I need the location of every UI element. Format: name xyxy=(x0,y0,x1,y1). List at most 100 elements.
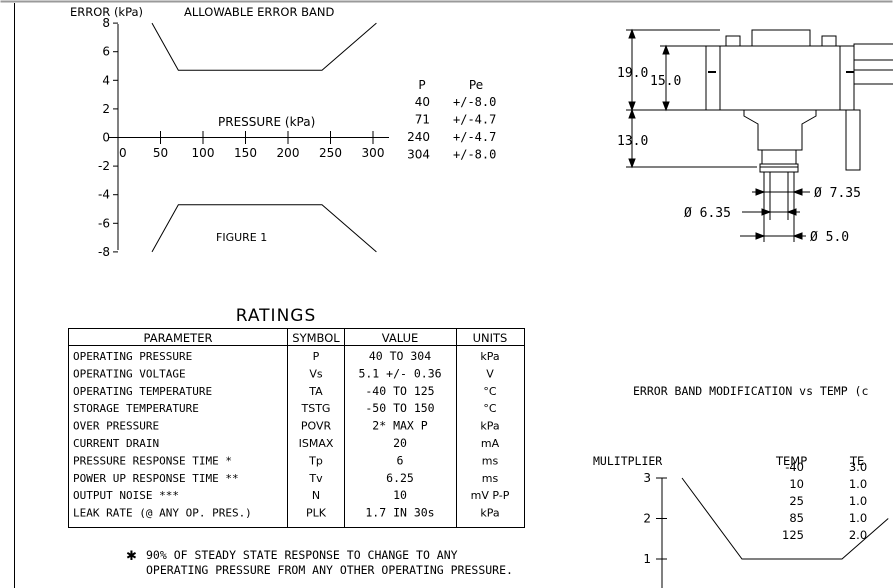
ratings-cell-parameter: OPERATING PRESSURE xyxy=(73,350,192,363)
dim-arrow xyxy=(792,232,803,240)
sensor-dimension-labels: 19.0 15.0 13.0 Ø 7.35 Ø 6.35 Ø 5.0 xyxy=(617,66,861,245)
sensor-top-clip-right xyxy=(821,35,837,47)
ratings-cell-parameter: OVER PRESSURE xyxy=(73,420,159,433)
dim-label-13: 13.0 xyxy=(617,134,648,149)
ratings-header-value: VALUE xyxy=(382,331,419,345)
temp-table-header-temp: TEMP xyxy=(775,454,807,468)
temp-chart-y-tick-label: 1 xyxy=(643,552,651,566)
ratings-table-border xyxy=(68,328,525,528)
dim-arrow xyxy=(755,232,766,240)
ratings-cell-value: 6.25 xyxy=(386,471,414,485)
ratings-cell-symbol: Tp xyxy=(308,454,323,467)
fig1-x-axis-label: PRESSURE (kPa) xyxy=(218,115,315,129)
sensor-top-clip-left xyxy=(725,35,741,47)
ratings-cell-value: 5.1 +/- 0.36 xyxy=(358,366,441,380)
ratings-cell-symbol: N xyxy=(312,489,320,502)
band-table-p: 304 xyxy=(407,148,430,162)
dim-arrow xyxy=(628,28,636,39)
ratings-cell-symbol: ISMAX xyxy=(299,437,334,450)
band-table-pe: +/-8.0 xyxy=(453,148,496,162)
dim-arrow xyxy=(628,108,636,119)
ratings-cell-symbol: PLK xyxy=(306,507,327,520)
ratings-cell-symbol: Vs xyxy=(309,367,323,380)
temp-chart-y-ticks: 321 xyxy=(643,471,667,566)
ratings-table: RATINGS PARAMETER SYMBOL VALUE UNITS OPE… xyxy=(68,306,525,528)
fig1-x-tick-label: 50 xyxy=(153,146,168,160)
ratings-cell-symbol: POVR xyxy=(301,420,332,433)
ratings-cell-value: 10 xyxy=(393,488,407,502)
ratings-cell-value: 40 TO 304 xyxy=(369,349,431,363)
sensor-connector xyxy=(853,43,893,85)
ratings-cell-units: V xyxy=(486,367,494,380)
temp-table-temp: 25 xyxy=(789,494,804,508)
band-table-header-p: P xyxy=(418,78,425,92)
band-table-p: 71 xyxy=(415,113,430,127)
band-table-pe: +/-4.7 xyxy=(453,113,496,127)
temp-chart-y-tick-label: 3 xyxy=(643,471,651,485)
ratings-cell-symbol: P xyxy=(313,350,320,363)
sheet-frame-top xyxy=(0,0,893,3)
ratings-cell-units: kPa xyxy=(480,350,499,363)
fig1-y-tick-label: 0 xyxy=(102,131,110,145)
ratings-cell-parameter: OUTPUT NOISE *** xyxy=(73,489,179,502)
ratings-cell-parameter: OPERATING TEMPERATURE xyxy=(73,385,212,398)
fig1-caption: FIGURE 1 xyxy=(216,231,267,244)
fig1-upper-band-line xyxy=(151,22,377,71)
dim-label-6-35: Ø 6.35 xyxy=(684,206,731,221)
fig1-y-axis-label: ERROR (kPa) xyxy=(70,5,143,19)
ratings-header-parameter: PARAMETER xyxy=(144,331,213,345)
ratings-cell-symbol: TSTG xyxy=(301,402,331,415)
band-table-pe: +/-8.0 xyxy=(453,95,496,109)
ratings-cell-parameter: POWER UP RESPONSE TIME ** xyxy=(73,472,239,485)
figure-1-error-band-chart: ERROR (kPa) ALLOWABLE ERROR BAND 86420-2… xyxy=(70,5,496,259)
sensor-port-collar xyxy=(761,149,797,165)
fig1-x-tick-label: 100 xyxy=(192,146,215,160)
band-table-p: 40 xyxy=(415,95,430,109)
ratings-cell-parameter: STORAGE TEMPERATURE xyxy=(73,402,199,415)
sensor-mount-leg xyxy=(845,109,861,171)
footnote: ✱ 90% OF STEADY STATE RESPONSE TO CHANGE… xyxy=(126,548,513,577)
sensor-body xyxy=(705,45,855,111)
dim-arrow xyxy=(662,44,670,55)
temp-table-te: 2.0 xyxy=(849,528,867,542)
fig1-y-tick-label: 4 xyxy=(102,73,110,87)
dim-arrow xyxy=(628,101,636,112)
dim-arrow xyxy=(628,158,636,169)
fig1-y-tick-label: 8 xyxy=(102,16,110,30)
dim-arrow xyxy=(792,188,803,196)
sensor-port-ring xyxy=(759,163,799,173)
temp-table-temp: 10 xyxy=(789,477,804,491)
fig1-y-tick-label: 2 xyxy=(102,102,110,116)
sensor-port-neck xyxy=(743,110,817,151)
fig1-x-tick-label: 300 xyxy=(362,146,385,160)
fig1-x-tick-label: 0 xyxy=(119,146,127,160)
temp-table-header-te: TE xyxy=(849,454,864,468)
footnote-line-2: OPERATING PRESSURE FROM ANY OTHER OPERAT… xyxy=(146,563,513,577)
ratings-cell-parameter: OPERATING VOLTAGE xyxy=(73,367,186,380)
ratings-cell-symbol: Tv xyxy=(308,472,323,485)
ratings-cell-units: mV P-P xyxy=(471,489,510,502)
ratings-cell-units: °C xyxy=(483,402,497,415)
fig1-lower-band-line xyxy=(151,204,377,253)
fig1-y-tick-label: 6 xyxy=(102,45,110,59)
dim-label-5-0: Ø 5.0 xyxy=(810,230,849,245)
ratings-rows: OPERATING PRESSURE P 40 TO 304 kPaOPERATING… xyxy=(73,349,510,520)
fig1-title: ALLOWABLE ERROR BAND xyxy=(184,5,334,19)
dim-label-7-35: Ø 7.35 xyxy=(814,186,861,201)
ratings-cell-symbol: TA xyxy=(308,385,323,398)
ratings-cell-units: °C xyxy=(483,385,497,398)
ratings-cell-parameter: PRESSURE RESPONSE TIME * xyxy=(73,454,232,467)
temp-chart-title: ERROR BAND MODIFICATION vs TEMP (c xyxy=(633,384,868,398)
footnote-marker: ✱ xyxy=(126,549,137,564)
temp-table-te: 1.0 xyxy=(849,511,867,525)
temp-chart-y-label: MULITPLIER xyxy=(593,454,662,468)
temp-table-te: 1.0 xyxy=(849,477,867,491)
ratings-header-units: UNITS xyxy=(473,331,508,345)
ratings-cell-parameter: CURRENT DRAIN xyxy=(73,437,159,450)
ratings-cell-units: ms xyxy=(482,472,499,485)
fig1-x-tick-label: 250 xyxy=(319,146,342,160)
ratings-cell-value: 2* MAX P xyxy=(372,419,427,433)
